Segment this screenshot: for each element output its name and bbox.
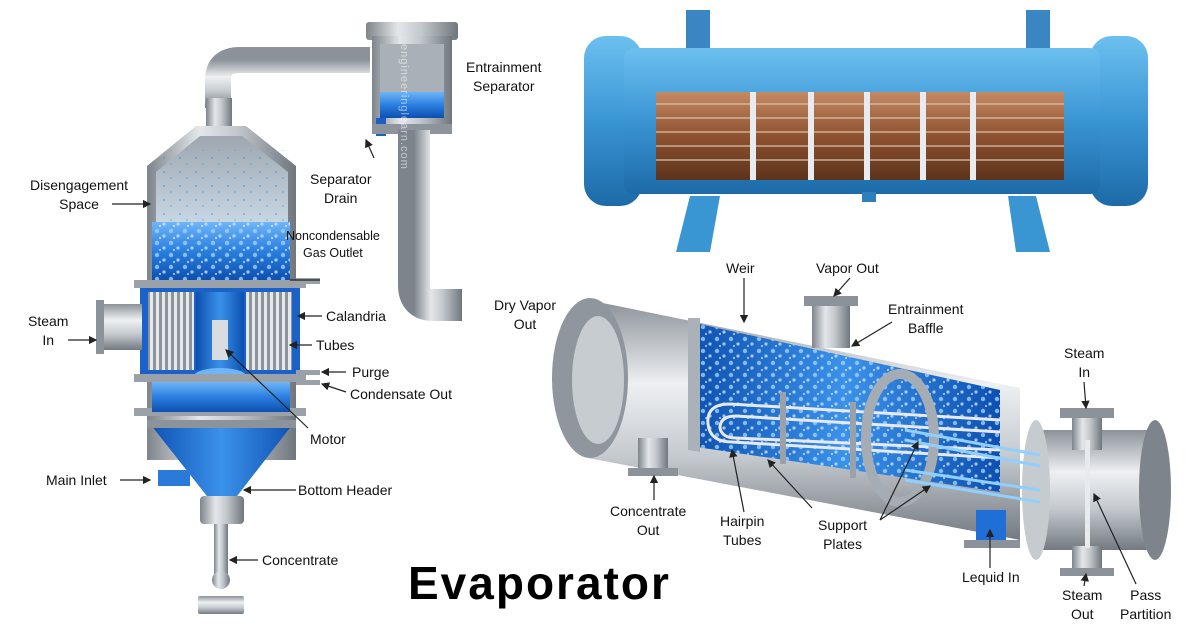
label-pass-partition: Pass Partition: [1120, 587, 1172, 622]
support-plate-2: [850, 402, 856, 478]
end-cap-right: [1090, 36, 1148, 206]
calandria-tubes-left: [148, 292, 194, 370]
label-concentrate: Concentrate: [262, 552, 339, 568]
label-steam-out: Steam Out: [1062, 587, 1103, 622]
label-vapor-out: Vapor Out: [816, 260, 879, 276]
saddle-left: [676, 196, 720, 252]
main-inlet-pipe: [158, 470, 190, 486]
label-disengagement-space: Disengagement Space: [30, 177, 129, 212]
label-separator-drain: Separator Drain: [310, 171, 372, 206]
hairpin-tubes: [706, 402, 1001, 460]
label-purge: Purge: [352, 364, 390, 380]
leaders-left: [68, 138, 375, 565]
bottom-cone: [147, 420, 296, 500]
saddle-right: [1008, 196, 1050, 252]
label-entrainment-separator: Entrainment Separator: [466, 59, 542, 94]
shell-tube-exchanger: [584, 10, 1148, 252]
label-weir: Weir: [726, 260, 755, 276]
copper-tube-bundle: [656, 92, 1064, 180]
vapor-out-nozzle: [812, 300, 850, 348]
label-motor: Motor: [310, 431, 346, 447]
label-noncondensable-gas-outlet: Noncondensable Gas Outlet: [286, 229, 380, 260]
liquid-in-nozzle: [976, 510, 1006, 544]
motor-shaft: [212, 320, 228, 360]
label-steam-in-left: Steam In: [28, 313, 69, 348]
diagram-title: Evaporator: [408, 557, 671, 609]
leaders-right: [649, 277, 1137, 587]
weir-plate: [688, 318, 700, 452]
label-calandria: Calandria: [326, 308, 386, 324]
label-concentrate-out: Concentrate Out: [610, 503, 687, 538]
label-tubes: Tubes: [316, 337, 355, 353]
support-plate-1: [780, 392, 786, 464]
label-liquid-in: Lequid In: [962, 569, 1020, 585]
label-steam-in-right: Steam In: [1064, 345, 1105, 380]
steam-out-nozzle: [1072, 546, 1102, 572]
vapor-pipe: [205, 47, 370, 108]
vertical-evaporator: [96, 22, 462, 614]
bottom-header: [200, 496, 244, 524]
label-bottom-header: Bottom Header: [298, 482, 393, 498]
label-dry-vapor-out: Dry Vapor Out: [494, 297, 556, 332]
steam-inlet: [100, 304, 142, 350]
horizontal-evaporator: [552, 296, 1171, 576]
label-support-plates: Support Plates: [818, 517, 868, 552]
label-main-inlet: Main Inlet: [46, 472, 107, 488]
calandria-tubes-right: [246, 292, 292, 370]
label-condensate-out: Condensate Out: [350, 386, 452, 402]
dry-vapor-pipe: [398, 130, 462, 321]
label-entrainment-baffle: Entrainment Baffle: [888, 301, 964, 336]
pass-partition: [1085, 440, 1090, 548]
label-hairpin-tubes: Hairpin Tubes: [720, 513, 765, 548]
entrainment-separator-cap: [366, 22, 458, 40]
concentrate-out-nozzle: [638, 438, 668, 472]
watermark: engineeringlearn.com: [398, 44, 410, 170]
